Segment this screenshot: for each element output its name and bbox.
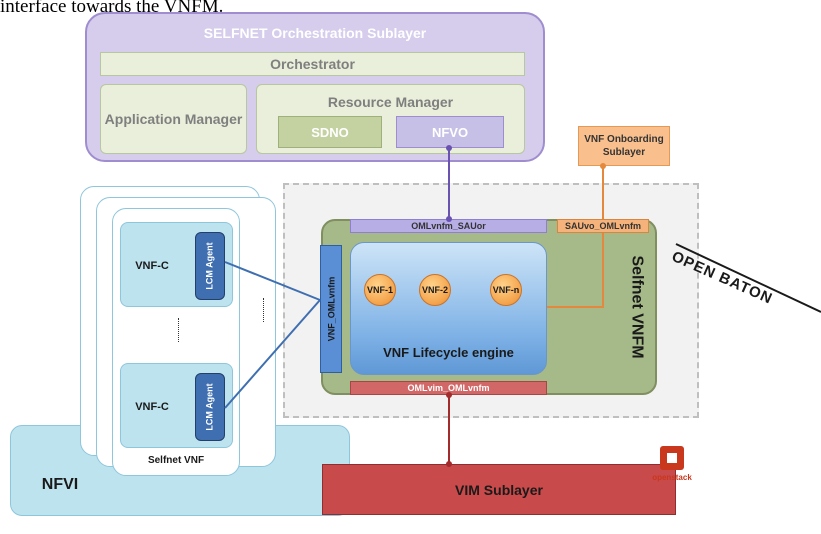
application-manager-box: Application Manager — [100, 84, 247, 154]
orchestration-title: SELFNET Orchestration Sublayer — [203, 25, 427, 41]
onboarding-link-dot — [600, 163, 606, 169]
lcm-agent-bottom — [195, 373, 225, 441]
open-baton-underline — [675, 243, 821, 313]
lifecycle-engine-label: VNF Lifecycle engine — [383, 344, 514, 360]
vim-link-dot-top — [446, 392, 452, 398]
selfnet-vnf-label: Selfnet VNF — [147, 454, 205, 466]
agent-bottom-to-vnfm-link — [224, 299, 321, 409]
nfvi-label: NFVI — [41, 476, 79, 493]
resource-manager-label: Resource Manager — [327, 94, 454, 110]
vnf-1-circle: VNF-1 — [364, 274, 396, 306]
onboarding-to-engine-link — [547, 233, 604, 308]
vnf-omlvnfm-interface — [320, 245, 342, 373]
vim-sublayer-box: VIM Sublayer — [322, 464, 676, 515]
nfvo-box: NFVO — [396, 116, 504, 148]
orchestrator-box: Orchestrator — [100, 52, 525, 76]
agent-top-to-vnfm-link — [224, 261, 321, 301]
vertical-ellipsis-stack — [263, 298, 267, 322]
vim-link-dot-bottom — [446, 461, 452, 467]
vertical-ellipsis — [178, 318, 182, 342]
lcm-agent-top — [195, 232, 225, 300]
vnf-2-circle: VNF-2 — [419, 274, 451, 306]
nfvo-link-dot — [446, 145, 452, 151]
vnf-onboarding-box: VNF Onboarding Sublayer — [578, 126, 670, 166]
openstack-text: openstack — [652, 472, 692, 482]
vnf-lifecycle-engine — [350, 242, 547, 375]
vnf-c-label-bottom: VNF-C — [135, 401, 169, 413]
openstack-logo-icon — [658, 444, 686, 472]
sauvo-omlvnfm-interface: SAUvo_OMLvnfm — [557, 219, 649, 233]
vnf-c-label-top: VNF-C — [135, 260, 169, 272]
vnfm-purple-link-dot — [446, 216, 452, 222]
vnf-n-circle: VNF-n — [490, 274, 522, 306]
sdno-box: SDNO — [278, 116, 382, 148]
